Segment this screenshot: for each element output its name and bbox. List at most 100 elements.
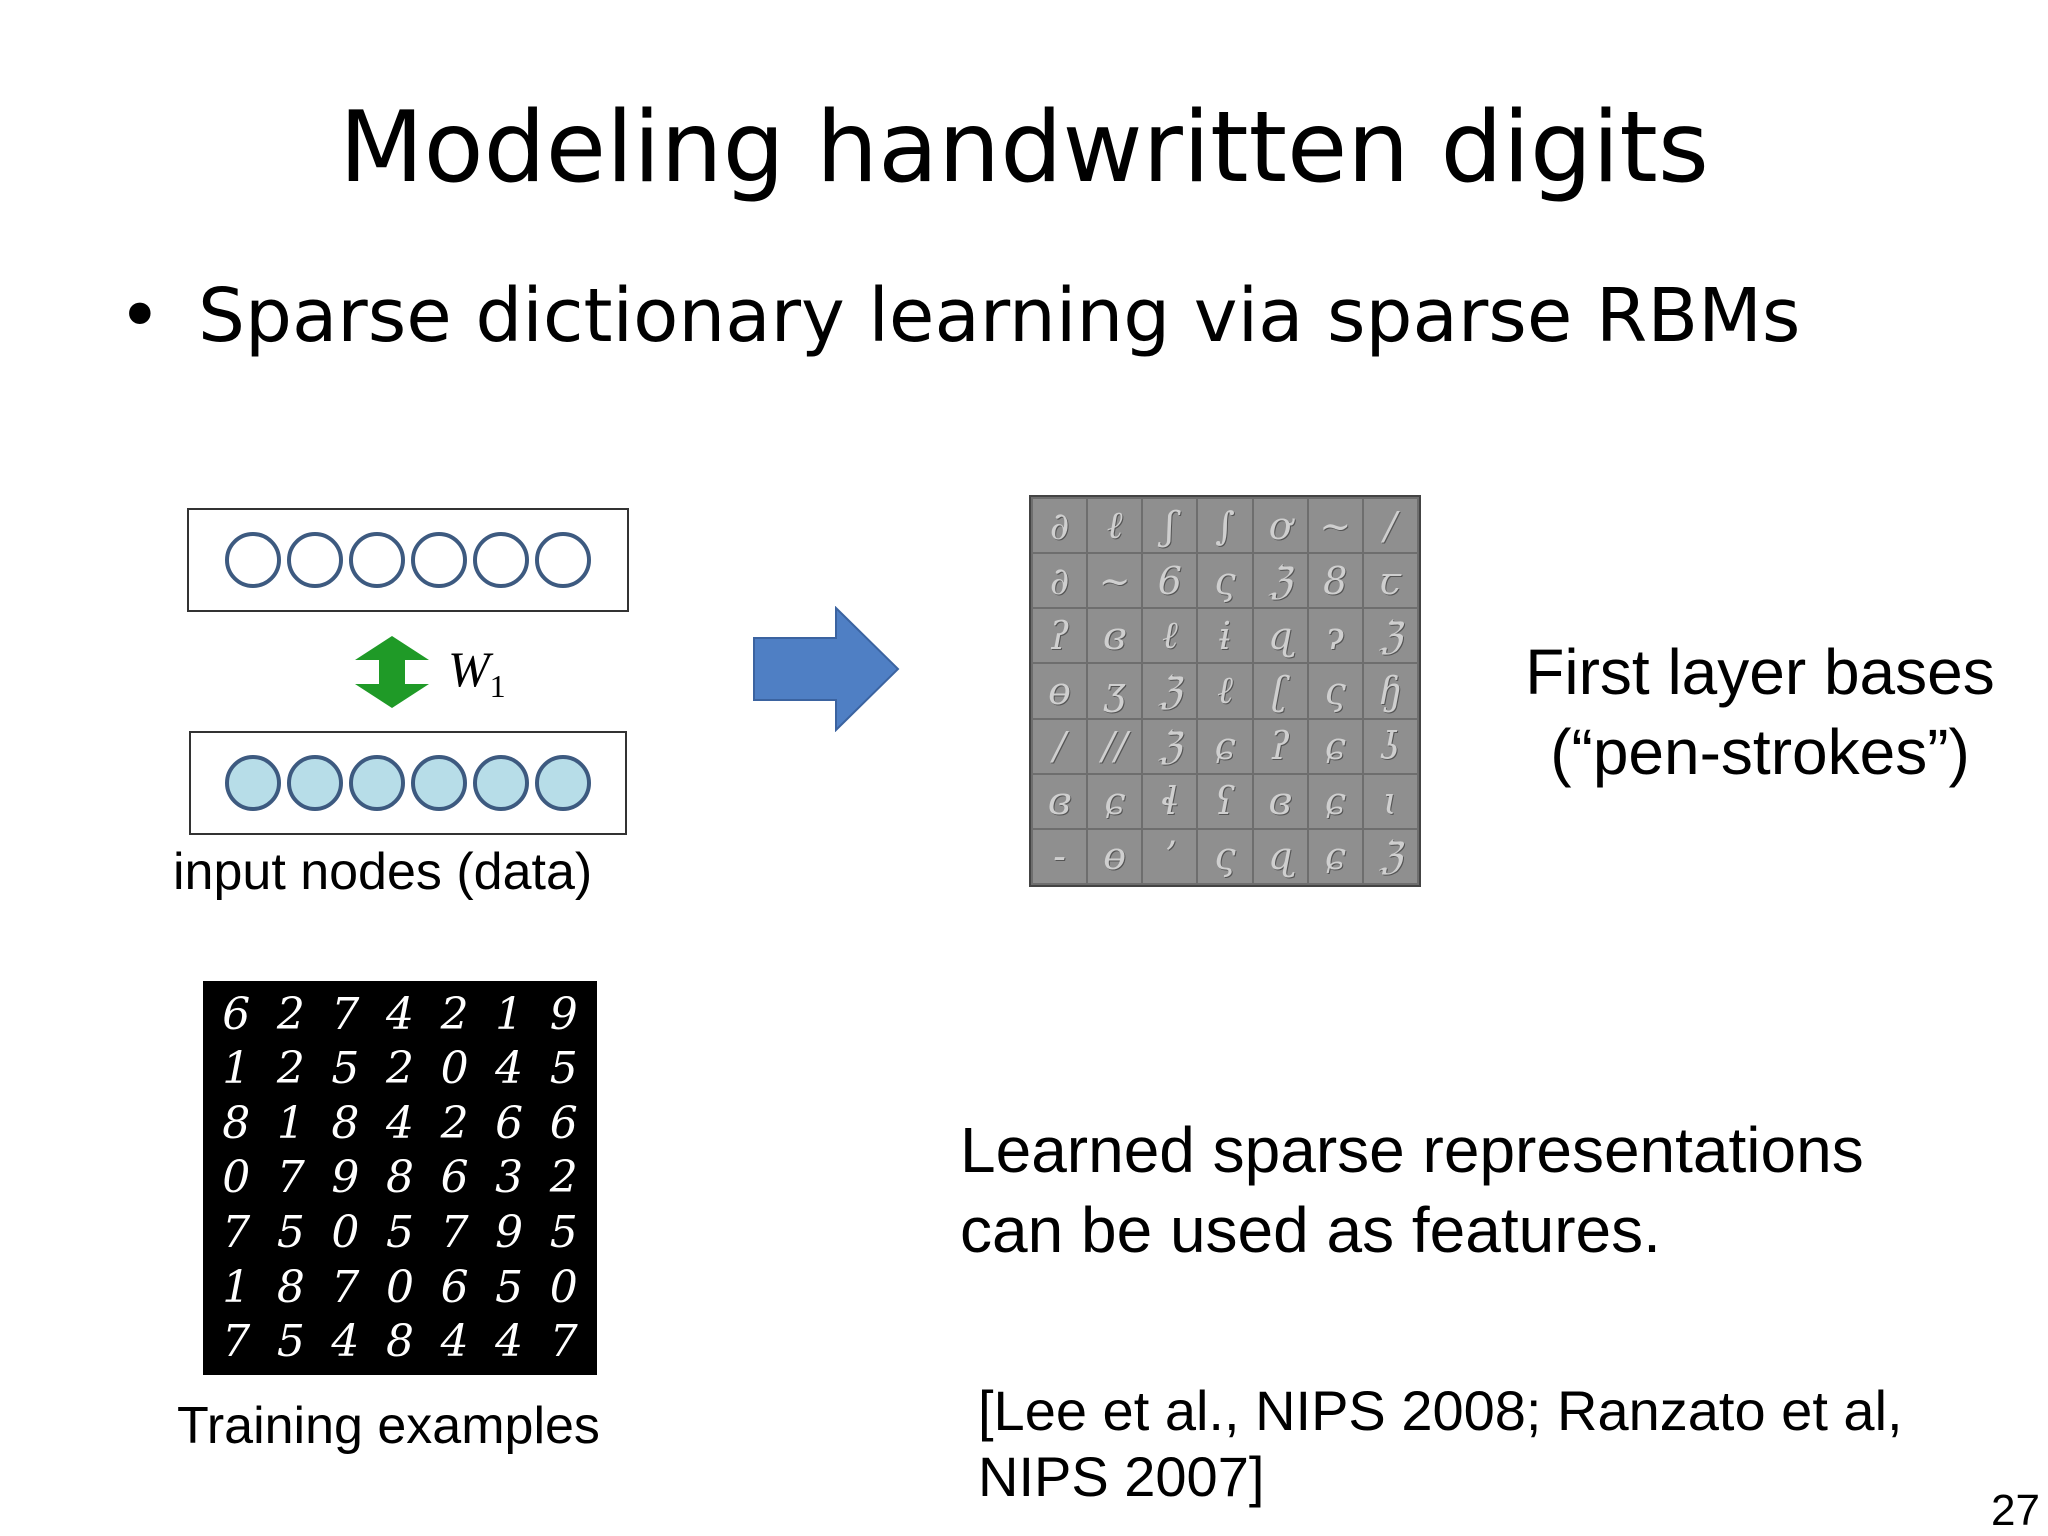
digit-sample: 0 [440, 1043, 469, 1095]
digit-sample: 5 [549, 1207, 578, 1259]
digit-sample: 2 [440, 1097, 469, 1149]
basis-patch: - [1033, 829, 1087, 883]
digit-sample: 6 [495, 1097, 524, 1149]
basis-patch: 8 [1308, 554, 1362, 608]
bidirectional-arrow-icon [355, 636, 429, 708]
basis-patch: ɋ [1253, 829, 1307, 883]
input-node [535, 755, 591, 811]
digit-sample: 5 [331, 1043, 360, 1095]
digit-sample: 7 [331, 988, 360, 1040]
features-text: Learned sparse representations can be us… [960, 1110, 1864, 1270]
digit-sample: 1 [222, 1043, 251, 1095]
digit-sample: 5 [276, 1316, 305, 1368]
slide-number: 27 [1991, 1486, 2040, 1535]
basis-patch: ʔ [1033, 609, 1087, 663]
basis-patch: ℓ [1143, 609, 1197, 663]
digit-sample: 2 [276, 1043, 305, 1095]
basis-patch: ς [1198, 829, 1252, 883]
basis-patch: ℨ [1143, 664, 1197, 718]
digit-sample: 0 [331, 1207, 360, 1259]
hidden-node [225, 532, 281, 588]
basis-patch: ∂ [1033, 554, 1087, 608]
digit-sample: 7 [549, 1316, 578, 1368]
hidden-node [287, 532, 343, 588]
citation-line2: NIPS 2007] [978, 1445, 1265, 1508]
citation: [Lee et al., NIPS 2008; Ranzato et al, N… [978, 1378, 1903, 1510]
basis-patch: ℓ [1088, 499, 1142, 553]
basis-patch: ʒ [1088, 664, 1142, 718]
digit-sample: 3 [495, 1152, 524, 1204]
basis-patch: ∫ [1198, 499, 1252, 553]
basis-patch: ℨ [1363, 609, 1417, 663]
training-examples-caption: Training examples [177, 1397, 600, 1455]
bullet-item: • Sparse dictionary learning via sparse R… [118, 266, 1801, 366]
bases-caption-line2: (“pen-strokes”) [1550, 716, 1970, 788]
digit-sample: 9 [495, 1207, 524, 1259]
digit-sample: 8 [222, 1097, 251, 1149]
input-node [349, 755, 405, 811]
basis-patch: ~ [1308, 499, 1362, 553]
hidden-node [349, 532, 405, 588]
features-line2: can be used as features. [960, 1194, 1661, 1266]
input-node [473, 755, 529, 811]
basis-patch: ɵ [1088, 829, 1142, 883]
basis-patch: 6 [1143, 554, 1197, 608]
basis-patch: ς [1198, 554, 1252, 608]
input-node [411, 755, 467, 811]
digit-sample: 4 [385, 988, 414, 1040]
bullet-text: Sparse dictionary learning via sparse RB… [198, 273, 1801, 359]
features-line1: Learned sparse representations [960, 1114, 1864, 1186]
basis-patch: ɩ [1363, 774, 1417, 828]
digit-sample: 1 [222, 1261, 251, 1313]
basis-patch: // [1088, 719, 1142, 773]
digit-sample: 7 [331, 1261, 360, 1313]
basis-patch: ς [1308, 664, 1362, 718]
basis-patch: ɧ [1363, 664, 1417, 718]
digit-sample: 4 [440, 1316, 469, 1368]
basis-patch: / [1363, 499, 1417, 553]
basis-patch: ɕ [1308, 719, 1362, 773]
digit-sample: 2 [549, 1152, 578, 1204]
input-nodes-caption: input nodes (data) [173, 843, 593, 901]
bullet-symbol: • [118, 273, 162, 359]
citation-line1: [Lee et al., NIPS 2008; Ranzato et al, [978, 1379, 1903, 1442]
hidden-node [411, 532, 467, 588]
digit-sample: 7 [440, 1207, 469, 1259]
digit-sample: 6 [440, 1261, 469, 1313]
digit-sample: 6 [440, 1152, 469, 1204]
basis-patch: ɕ [1308, 829, 1362, 883]
digit-sample: 5 [385, 1207, 414, 1259]
basis-patch: ℨ [1253, 554, 1307, 608]
basis-patch: ɂ [1308, 609, 1362, 663]
basis-patch: ɞ [1033, 774, 1087, 828]
hidden-node [473, 532, 529, 588]
digit-sample: 7 [222, 1207, 251, 1259]
basis-patch: ɨ [1198, 609, 1252, 663]
basis-patch: ʖ [1363, 719, 1417, 773]
basis-patch: ∂ [1033, 499, 1087, 553]
basis-patch: ɕ [1308, 774, 1362, 828]
basis-patch: ɵ [1033, 664, 1087, 718]
basis-patch: ~ [1088, 554, 1142, 608]
right-arrow-icon [753, 606, 900, 732]
basis-patch: ơ [1253, 499, 1307, 553]
digit-sample: 6 [549, 1097, 578, 1149]
digit-sample: 2 [276, 988, 305, 1040]
hidden-node [535, 532, 591, 588]
input-node [225, 755, 281, 811]
digit-sample: 8 [385, 1316, 414, 1368]
digit-sample: 9 [331, 1152, 360, 1204]
basis-patch: ʃ [1143, 499, 1197, 553]
digit-sample: 8 [331, 1097, 360, 1149]
basis-patch: ʕ [1198, 774, 1252, 828]
input-layer-box [189, 731, 627, 835]
digit-sample: 8 [276, 1261, 305, 1313]
input-node [287, 755, 343, 811]
basis-patch: ɕ [1088, 774, 1142, 828]
digit-sample: 5 [495, 1261, 524, 1313]
bases-caption: First layer bases (“pen-strokes”) [1490, 632, 2030, 792]
basis-patch: ℨ [1143, 719, 1197, 773]
basis-patch: ɋ [1253, 609, 1307, 663]
